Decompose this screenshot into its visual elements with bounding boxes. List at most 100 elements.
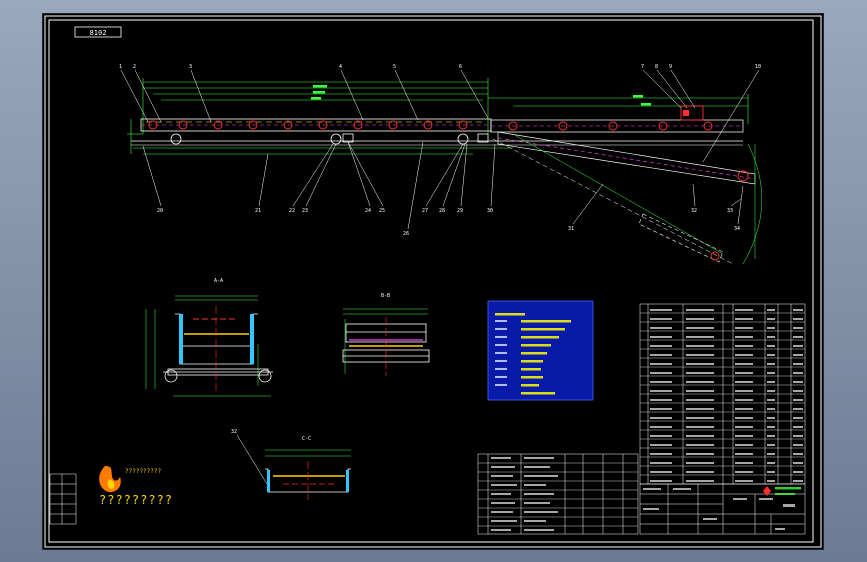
table-cell-text	[767, 426, 775, 428]
table-cell-text	[793, 471, 803, 473]
table-cell-text	[650, 318, 672, 320]
table-cell-text	[767, 399, 775, 401]
drawing-sheet: 8 10 2	[43, 14, 823, 549]
table-cell-text	[767, 381, 775, 383]
callout-30: 30	[487, 208, 493, 214]
table-cell-text	[767, 390, 775, 392]
logo-watermark: ??????????	[125, 468, 162, 475]
callout-10: 10	[755, 64, 761, 70]
table-cell-text	[686, 318, 714, 320]
table-cell-text	[793, 435, 803, 437]
table-cell-text	[793, 417, 803, 419]
table-cell-text	[735, 417, 753, 419]
table-cell-text	[686, 381, 714, 383]
callout-26: 26	[403, 231, 409, 237]
callout-23: 23	[302, 208, 308, 214]
sheet-tag: 8102	[74, 26, 122, 38]
table-cell-text	[767, 453, 775, 455]
table-cell-text	[735, 363, 753, 365]
parts-list	[639, 303, 806, 485]
main-view: 1 2 3 4 5 6 7 8 9 10 20 21 22 23 24 25 2…	[119, 64, 762, 265]
table-cell-text	[735, 345, 753, 347]
section-b-label: B-B	[381, 293, 390, 299]
callout-5: 5	[393, 64, 396, 70]
callout-3: 3	[189, 64, 192, 70]
table-cell-text	[767, 408, 775, 410]
table-cell-text	[686, 372, 714, 374]
title-block	[639, 483, 806, 535]
callout-8: 8	[655, 64, 658, 70]
table-cell-text	[735, 381, 753, 383]
revision-table	[49, 473, 77, 525]
table-cell-text	[686, 363, 714, 365]
callout-31: 31	[568, 226, 574, 232]
leader-lines	[120, 69, 760, 230]
section-a-label: A-A	[214, 278, 223, 284]
table-cell-text	[767, 462, 775, 464]
dimension-marks	[311, 85, 651, 106]
callout-27: 27	[422, 208, 428, 214]
table-cell-text	[793, 309, 803, 311]
table-cell-text	[650, 435, 672, 437]
table-cell-text	[650, 363, 672, 365]
table-cell-text	[793, 444, 803, 446]
table-cell-text	[650, 327, 672, 329]
table-cell-text	[686, 453, 714, 455]
table-cell-text	[767, 363, 775, 365]
callout-33: 33	[727, 208, 733, 214]
callout-34: 34	[734, 226, 740, 232]
sheet-tag-text: 8102	[90, 29, 107, 37]
table-cell-text	[767, 336, 775, 338]
table-cell-text	[735, 408, 753, 410]
table-cell-text	[686, 417, 714, 419]
table-cell-text	[650, 462, 672, 464]
callout-9: 9	[669, 64, 672, 70]
table-cell-text	[735, 354, 753, 356]
table-cell-text	[735, 471, 753, 473]
table-cell-text	[735, 336, 753, 338]
table-cell-text	[735, 372, 753, 374]
table-cell-text	[735, 390, 753, 392]
section-c: C-C 32	[231, 429, 351, 500]
callout-32: 32	[691, 208, 697, 214]
table-cell-text	[650, 381, 672, 383]
callout-22: 22	[289, 208, 295, 214]
table-cell-text	[793, 372, 803, 374]
table-cell-text	[767, 327, 775, 329]
section-a: A-A	[145, 278, 273, 397]
table-cell-text	[735, 327, 753, 329]
conveyor-frame	[131, 105, 762, 265]
table-cell-text	[735, 399, 753, 401]
table-cell-text	[686, 426, 714, 428]
table-cell-text	[650, 354, 672, 356]
table-cell-text	[650, 444, 672, 446]
table-cell-text	[793, 327, 803, 329]
callout-21: 21	[255, 208, 261, 214]
table-cell-text	[650, 408, 672, 410]
callout-4: 4	[339, 64, 342, 70]
table-cell-text	[686, 435, 714, 437]
main-dimensions	[127, 78, 749, 154]
table-cell-text	[767, 417, 775, 419]
table-cell-text	[767, 444, 775, 446]
table-cell-text	[767, 309, 775, 311]
table-cell-text	[686, 345, 714, 347]
callout-2: 2	[133, 64, 136, 70]
table-cell-text	[793, 354, 803, 356]
table-cell-text	[686, 309, 714, 311]
technical-box	[487, 300, 594, 401]
table-cell-text	[735, 426, 753, 428]
callout-20: 20	[157, 208, 163, 214]
bottom-parts-table	[477, 453, 639, 535]
table-cell-text	[767, 345, 775, 347]
table-cell-text	[793, 336, 803, 338]
company-logo: ?????????? ?????????	[99, 466, 172, 507]
table-cell-text	[735, 480, 753, 482]
table-cell-text	[686, 471, 714, 473]
table-cell-text	[767, 372, 775, 374]
table-cell-text	[650, 345, 672, 347]
table-cell-text	[735, 462, 753, 464]
table-cell-text	[650, 480, 672, 482]
table-cell-text	[767, 435, 775, 437]
table-cell-text	[767, 354, 775, 356]
